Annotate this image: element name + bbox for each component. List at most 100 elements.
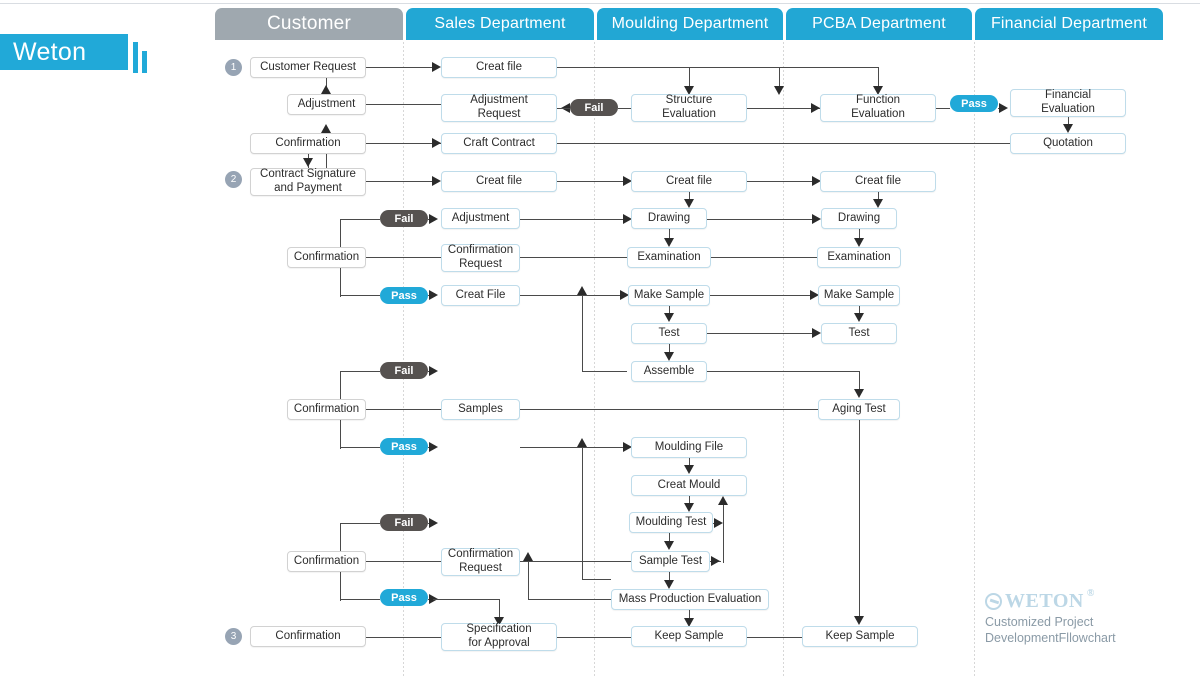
pill-label: Pass — [961, 97, 987, 110]
connector-line — [689, 458, 690, 465]
node-quotation[interactable]: Quotation — [1010, 133, 1126, 154]
arrow-up-icon — [718, 496, 728, 505]
node-sample-test[interactable]: Sample Test — [631, 551, 710, 572]
node-test-moulding[interactable]: Test — [631, 323, 707, 344]
node-creat-mould[interactable]: Creat Mould — [631, 475, 747, 496]
node-label: Creat File — [455, 288, 506, 301]
connector-line — [366, 257, 441, 258]
connector-line — [557, 181, 623, 182]
node-label: Confirmation — [293, 554, 360, 567]
connector-line — [582, 295, 583, 371]
arrow-down-icon — [1063, 124, 1073, 133]
connector-line — [1068, 117, 1069, 124]
tab-sales-department[interactable]: Sales Department — [406, 8, 594, 40]
connector-line — [936, 108, 950, 109]
node-confirmation-5[interactable]: Confirmation — [250, 626, 366, 647]
connector-line — [878, 192, 879, 199]
connector-line — [689, 496, 690, 503]
node-keep-sample-pcba[interactable]: Keep Sample — [802, 626, 918, 647]
node-label: Creat file — [854, 174, 902, 187]
node-examination-moulding[interactable]: Examination — [627, 247, 711, 268]
node-label: Assemble — [643, 364, 695, 377]
tab-pcba-department[interactable]: PCBA Department — [786, 8, 972, 40]
connector-line — [859, 306, 860, 313]
node-label: Confirmation — [293, 402, 360, 415]
tab-label: PCBA Department — [812, 15, 946, 32]
node-label: Make Sample — [823, 288, 895, 301]
arrow-down-icon — [664, 580, 674, 589]
arrow-right-icon — [429, 214, 438, 224]
connector-line — [340, 447, 380, 448]
node-creat-file-sales-2[interactable]: Creat file — [441, 171, 557, 192]
arrow-up-icon — [577, 286, 587, 295]
node-drawing-moulding[interactable]: Drawing — [631, 208, 707, 229]
arrow-right-icon — [812, 328, 821, 338]
arrow-right-icon — [812, 214, 821, 224]
node-keep-sample-moulding[interactable]: Keep Sample — [631, 626, 747, 647]
tab-moulding-department[interactable]: Moulding Department — [597, 8, 783, 40]
node-drawing-pcba[interactable]: Drawing — [821, 208, 897, 229]
node-creat-file-sales-1[interactable]: Creat file — [441, 57, 557, 78]
arrow-right-icon — [811, 103, 820, 113]
node-assemble[interactable]: Assemble — [631, 361, 707, 382]
node-moulding-test[interactable]: Moulding Test — [629, 512, 713, 533]
node-examination-pcba[interactable]: Examination — [817, 247, 901, 268]
node-moulding-file[interactable]: Moulding File — [631, 437, 747, 458]
node-make-sample-pcba[interactable]: Make Sample — [818, 285, 900, 306]
tab-label: Sales Department — [434, 15, 566, 32]
pill-label: Fail — [584, 101, 604, 114]
node-confirmation-2[interactable]: Confirmation — [287, 247, 366, 268]
node-mass-production-evaluation[interactable]: Mass Production Evaluation — [611, 589, 769, 610]
connector-line — [689, 192, 690, 199]
node-craft-contract[interactable]: Craft Contract — [441, 133, 557, 154]
node-aging-test[interactable]: Aging Test — [818, 399, 900, 420]
tab-financial-department[interactable]: Financial Department — [975, 8, 1163, 40]
node-test-pcba[interactable]: Test — [821, 323, 897, 344]
node-confirmation-3[interactable]: Confirmation — [287, 399, 366, 420]
node-label: Craft Contract — [463, 136, 535, 149]
arrow-up-icon — [321, 124, 331, 133]
node-creat-file-pcba[interactable]: Creat file — [820, 171, 936, 192]
connector-line — [878, 67, 879, 87]
arrow-right-icon — [432, 138, 441, 148]
connector-line — [669, 533, 670, 542]
arrow-down-icon — [684, 503, 694, 512]
node-adjustment-sales-2[interactable]: Adjustment — [441, 208, 520, 229]
pill-pass-financial: Pass — [950, 95, 998, 112]
node-creat-file-sales-3[interactable]: Creat File — [441, 285, 520, 306]
pill-fail-drawing: Fail — [380, 210, 428, 227]
watermark: WETON ® Customized Project DevelopmentFl… — [985, 588, 1116, 646]
tab-label: Customer — [267, 13, 351, 34]
node-label: Keep Sample — [825, 629, 895, 642]
arrow-right-icon — [620, 290, 629, 300]
tab-customer[interactable]: Customer — [215, 8, 403, 40]
node-label: Adjustment — [451, 211, 510, 224]
connector-line — [747, 637, 802, 638]
arrow-up-icon — [577, 438, 587, 447]
connector-line — [528, 561, 529, 599]
connector-line — [707, 219, 813, 220]
pill-label: Pass — [391, 591, 417, 604]
node-samples[interactable]: Samples — [441, 399, 520, 420]
node-adjustment-customer-1[interactable]: Adjustment — [287, 94, 366, 115]
node-make-sample-moulding[interactable]: Make Sample — [628, 285, 710, 306]
watermark-line-2: DevelopmentFllowchart — [985, 630, 1116, 645]
node-label: Make Sample — [633, 288, 705, 301]
node-confirmation-1[interactable]: Confirmation — [250, 133, 366, 154]
node-creat-file-moulding[interactable]: Creat file — [631, 171, 747, 192]
arrow-right-icon — [999, 103, 1008, 113]
node-label: Creat Mould — [657, 478, 721, 491]
node-customer-request[interactable]: Customer Request — [250, 57, 366, 78]
node-confirmation-4[interactable]: Confirmation — [287, 551, 366, 572]
node-label: Mass Production Evaluation — [618, 592, 762, 605]
